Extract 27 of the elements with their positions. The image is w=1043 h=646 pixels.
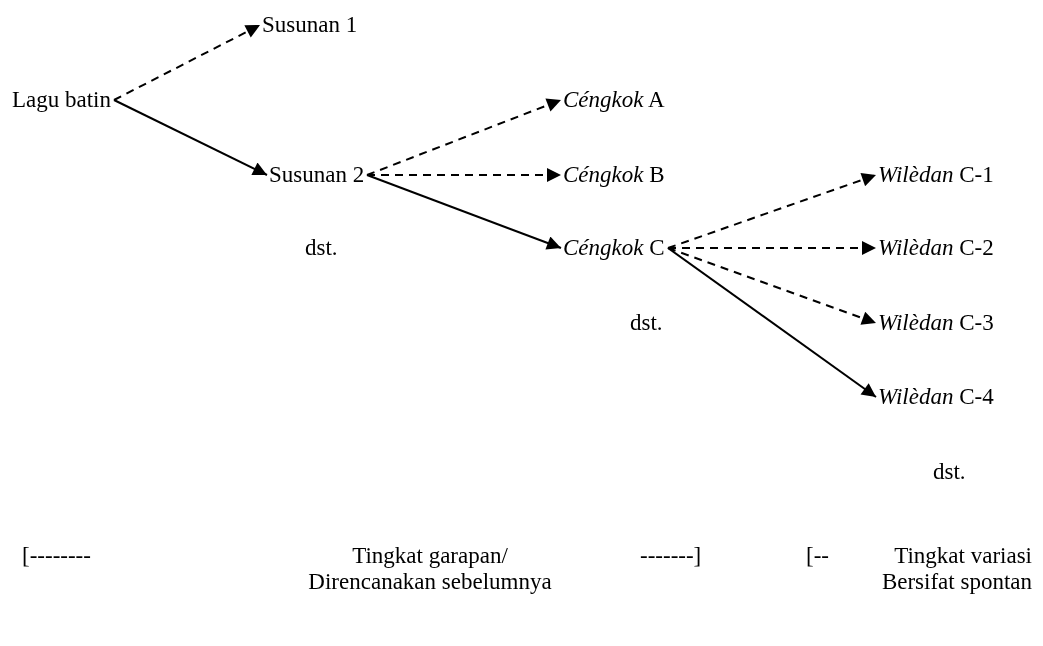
node-text: Susunan 1 xyxy=(262,12,358,38)
node-text: Céngkok B xyxy=(563,162,665,188)
node-text: Susunan 2 xyxy=(269,162,365,188)
label-text: Tingkat variasi Bersifat spontan xyxy=(880,543,1032,595)
arrow xyxy=(667,247,877,398)
node-text: Wilèdan C-2 xyxy=(878,235,994,261)
arrow xyxy=(667,173,877,249)
node-text: Wilèdan C-1 xyxy=(878,162,994,188)
node-text: Céngkok A xyxy=(563,87,665,113)
label-text: -------] xyxy=(640,543,702,569)
label-text: [-------- xyxy=(22,543,91,569)
arrow xyxy=(667,247,877,325)
label-text: Tingkat garapan/ Direncanakan sebelumnya xyxy=(307,543,553,595)
node-text: Wilèdan C-4 xyxy=(878,384,994,410)
arrow xyxy=(366,168,562,182)
label-text: dst. xyxy=(933,459,966,485)
label-text: dst. xyxy=(305,235,338,261)
label-text: dst. xyxy=(630,310,663,336)
arrow xyxy=(113,99,268,176)
node-text: Céngkok C xyxy=(563,235,665,261)
label-text: [-- xyxy=(806,543,829,569)
arrow xyxy=(113,24,261,101)
arrow xyxy=(366,98,562,176)
arrow xyxy=(667,241,877,255)
node-text: Lagu batin xyxy=(12,87,111,113)
arrow xyxy=(366,174,562,250)
node-text: Wilèdan C-3 xyxy=(878,310,994,336)
